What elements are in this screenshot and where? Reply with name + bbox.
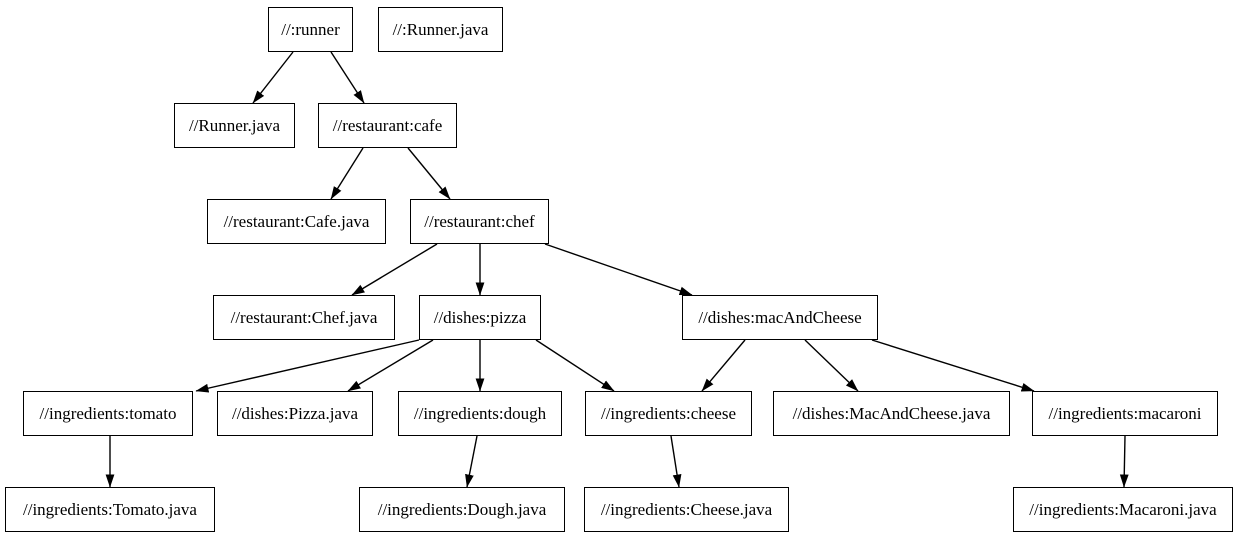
edge-cheese-to-cheese-java bbox=[670, 435, 682, 488]
node-label: //Runner.java bbox=[188, 116, 281, 135]
node-label: //ingredients:dough bbox=[413, 404, 547, 423]
graph-node-chef-java: //restaurant:Chef.java bbox=[213, 295, 395, 340]
edge-runner-to-runner-java bbox=[252, 51, 294, 104]
graph-node-tomato: //ingredients:tomato bbox=[23, 391, 193, 436]
graph-node-cafe: //restaurant:cafe bbox=[318, 103, 457, 148]
node-label: //ingredients:macaroni bbox=[1048, 404, 1202, 423]
node-label: //dishes:pizza bbox=[433, 308, 527, 327]
graph-node-cheese: //ingredients:cheese bbox=[585, 391, 752, 436]
node-label: //restaurant:Cafe.java bbox=[223, 212, 370, 231]
graph-node-dough-java: //ingredients:Dough.java bbox=[359, 487, 565, 532]
node-label: //dishes:Pizza.java bbox=[231, 404, 359, 423]
edge-cafe-to-chef bbox=[407, 147, 451, 200]
node-label: //restaurant:Chef.java bbox=[230, 308, 378, 327]
graph-node-mac-and-cheese: //dishes:macAndCheese bbox=[682, 295, 878, 340]
node-label: //dishes:MacAndCheese.java bbox=[792, 404, 991, 423]
graph-node-macaroni-java: //ingredients:Macaroni.java bbox=[1013, 487, 1233, 532]
graph-node-cheese-java: //ingredients:Cheese.java bbox=[584, 487, 789, 532]
graph-node-chef: //restaurant:chef bbox=[410, 199, 549, 244]
node-label: //restaurant:cafe bbox=[332, 116, 443, 135]
edge-runner-to-cafe bbox=[330, 51, 365, 104]
graph-node-runner-java-root: //:Runner.java bbox=[378, 7, 503, 52]
edge-chef-to-mac-and-cheese bbox=[544, 243, 693, 296]
edge-pizza-to-tomato bbox=[195, 339, 420, 393]
node-label: //ingredients:tomato bbox=[39, 404, 177, 423]
node-label: //ingredients:Dough.java bbox=[377, 500, 547, 519]
edge-mac-and-cheese-to-mac-and-cheese-java bbox=[804, 339, 859, 392]
node-label: //ingredients:Cheese.java bbox=[600, 500, 773, 519]
edge-macaroni-to-macaroni-java bbox=[1119, 435, 1129, 488]
graph-node-runner: //:runner bbox=[268, 7, 353, 52]
node-label: //dishes:macAndCheese bbox=[698, 308, 862, 327]
edge-dough-to-dough-java bbox=[465, 435, 478, 488]
graph-node-dough: //ingredients:dough bbox=[398, 391, 562, 436]
node-label: //restaurant:chef bbox=[424, 212, 535, 231]
graph-node-mac-and-cheese-java: //dishes:MacAndCheese.java bbox=[773, 391, 1010, 436]
graph-node-pizza-java: //dishes:Pizza.java bbox=[217, 391, 373, 436]
node-label: //:runner bbox=[281, 20, 340, 39]
node-label: //ingredients:Macaroni.java bbox=[1029, 500, 1217, 519]
graph-node-runner-java: //Runner.java bbox=[174, 103, 295, 148]
graph-node-pizza: //dishes:pizza bbox=[419, 295, 541, 340]
edge-cafe-to-cafe-java bbox=[330, 147, 364, 200]
edge-chef-to-chef-java bbox=[351, 243, 438, 296]
graph-node-cafe-java: //restaurant:Cafe.java bbox=[207, 199, 386, 244]
edge-mac-and-cheese-to-cheese bbox=[701, 339, 746, 392]
node-label: //ingredients:cheese bbox=[600, 404, 736, 423]
graph-node-macaroni: //ingredients:macaroni bbox=[1032, 391, 1218, 436]
edge-mac-and-cheese-to-macaroni bbox=[871, 339, 1035, 392]
graph-node-tomato-java: //ingredients:Tomato.java bbox=[5, 487, 215, 532]
edge-pizza-to-pizza-java bbox=[347, 339, 434, 392]
edge-pizza-to-cheese bbox=[535, 339, 615, 392]
node-label: //:Runner.java bbox=[392, 20, 489, 39]
node-label: //ingredients:Tomato.java bbox=[23, 500, 197, 519]
